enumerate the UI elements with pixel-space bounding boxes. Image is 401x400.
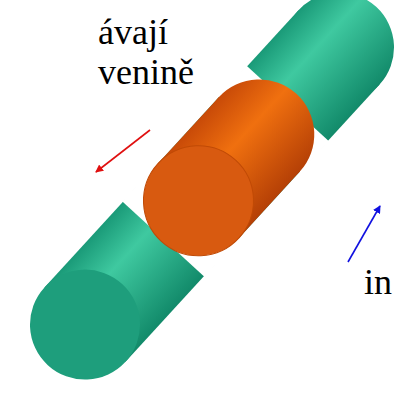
text-fragment: ávají — [98, 12, 168, 52]
red-arrow — [96, 130, 150, 172]
blue-arrow — [348, 206, 380, 262]
green-cylinder — [7, 0, 401, 400]
text-fragment: in — [364, 262, 392, 302]
text-fragment: venině — [98, 52, 194, 92]
